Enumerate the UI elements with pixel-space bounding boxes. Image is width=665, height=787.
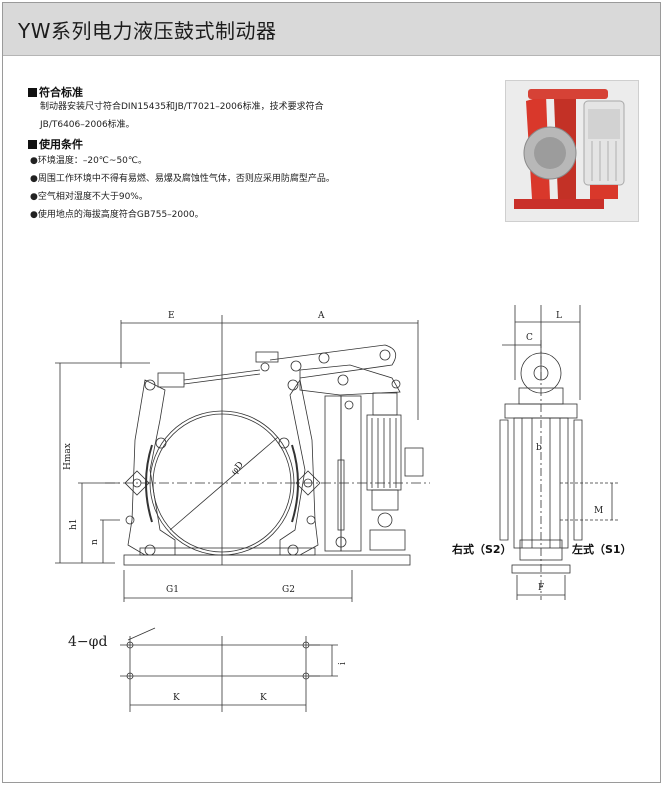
dim-b: b xyxy=(536,443,542,453)
page-header: YW系列电力液压鼓式制动器 xyxy=(3,3,660,56)
dim-A: A xyxy=(317,311,325,321)
dim-G2: G2 xyxy=(282,585,295,595)
dim-K-right: K xyxy=(260,693,267,703)
dim-h1: h1 xyxy=(69,518,79,530)
page-title: YW系列电力液压鼓式制动器 xyxy=(18,19,277,43)
dim-G1: G1 xyxy=(166,585,179,595)
dim-M: M xyxy=(594,506,603,516)
dim-n: n xyxy=(90,539,100,545)
dim-phiD: φD xyxy=(230,460,246,477)
condition-item: ●周围工作环境中不得有易燃、易爆及腐蚀性气体，否则应采用防腐型产品。 xyxy=(30,174,335,184)
dim-F: F xyxy=(538,583,544,593)
condition-item: ●空气相对湿度不大于90%。 xyxy=(30,192,148,202)
dim-Hmax: Hmax xyxy=(63,443,73,470)
standards-heading: 符合标准 xyxy=(28,84,83,100)
condition-item: ●环境温度：–20℃~50℃。 xyxy=(30,156,148,166)
dim-phid: 4−φd xyxy=(68,634,107,650)
condition-item: ●使用地点的海拔高度符合GB755–2000。 xyxy=(30,210,204,220)
dim-L: L xyxy=(556,311,562,321)
dim-i: i xyxy=(338,662,348,665)
conditions-heading: 使用条件 xyxy=(28,136,83,152)
left-type-label: 左式（S1） xyxy=(571,542,632,556)
standards-line-1: 制动器安装尺寸符合DIN15435和JB/T7021–2006标准，技术要求符合 xyxy=(40,102,324,112)
dim-E: E xyxy=(168,311,175,321)
square-bullet-icon xyxy=(28,140,37,149)
square-bullet-icon xyxy=(28,88,37,97)
standards-line-2: JB/T6406–2006标准。 xyxy=(40,120,135,130)
brake-photo-illustration xyxy=(506,81,638,221)
right-type-label: 右式（S2） xyxy=(451,542,512,556)
product-photo xyxy=(505,80,639,222)
dim-C: C xyxy=(526,333,533,343)
dim-K-left: K xyxy=(173,693,180,703)
